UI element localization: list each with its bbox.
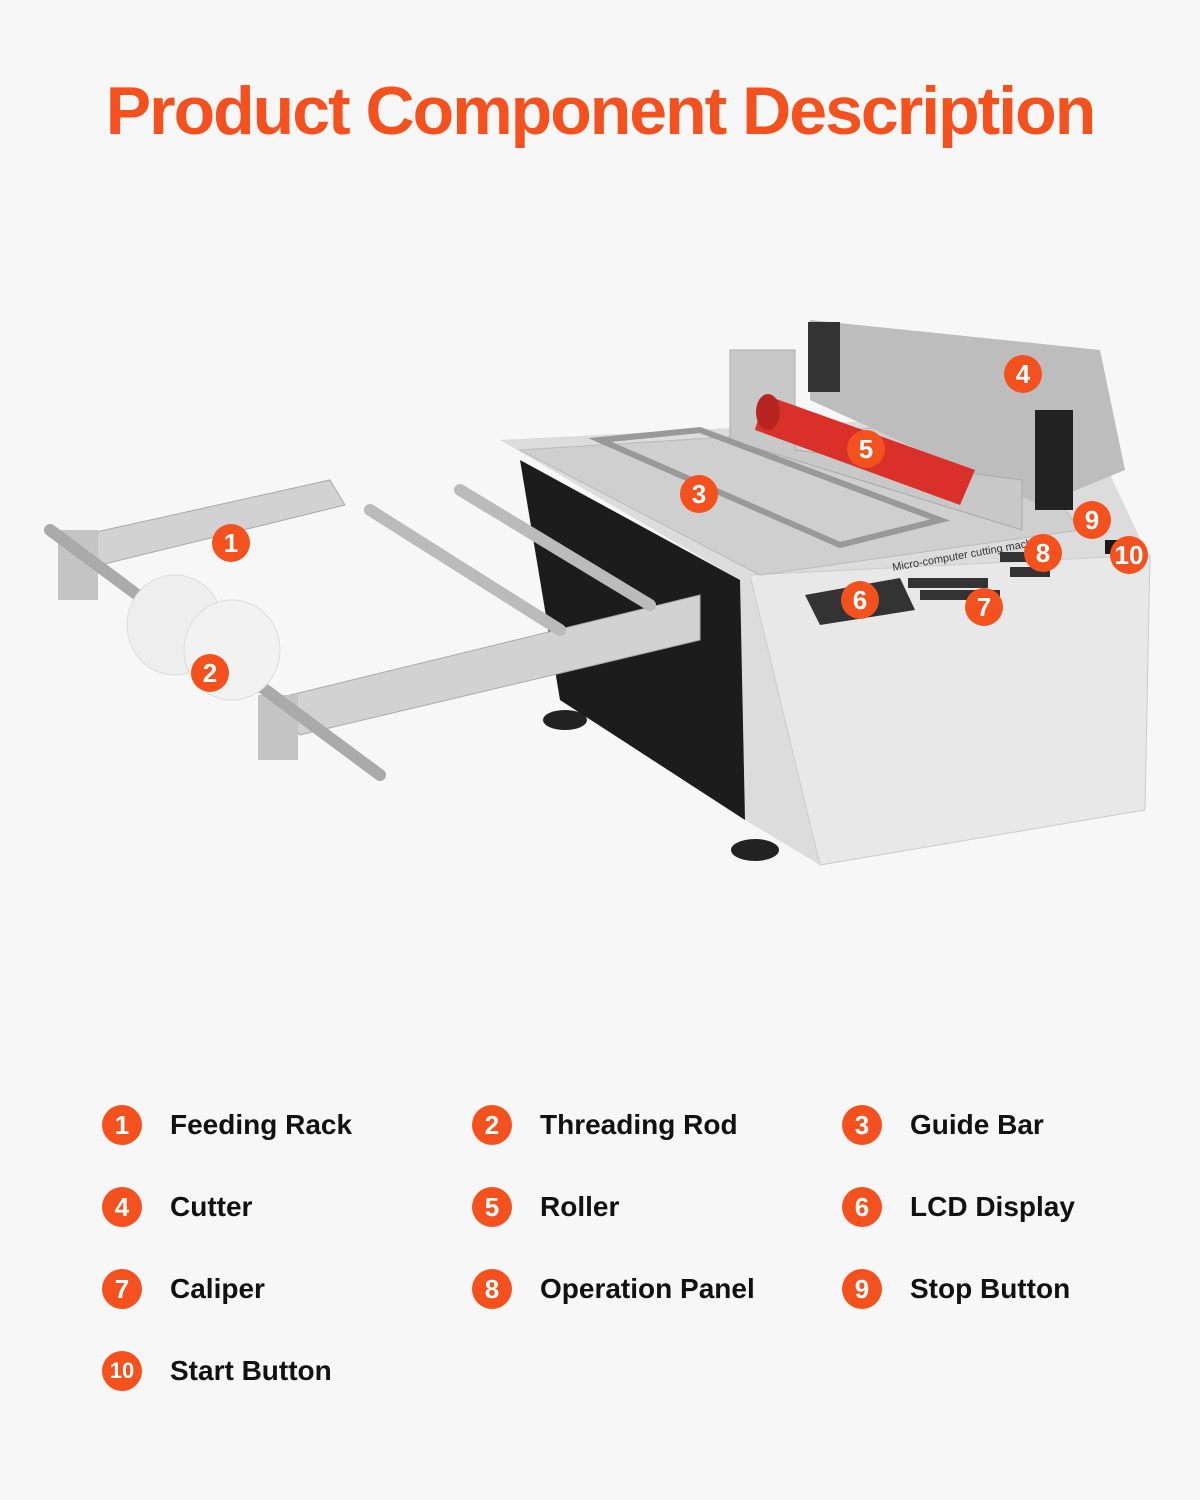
legend-label: Roller <box>540 1191 620 1222</box>
legend-label: Guide Bar <box>910 1109 1044 1140</box>
number-badge: 9 <box>842 1269 882 1309</box>
number-badge: 7 <box>102 1269 142 1309</box>
number-badge: 4 <box>102 1187 142 1227</box>
marker-2: 2 <box>191 654 229 692</box>
marker-10: 10 <box>1110 536 1148 574</box>
marker-8: 8 <box>1024 534 1062 572</box>
legend-label: Threading Rod <box>540 1109 738 1140</box>
number-badge: 2 <box>472 1105 512 1145</box>
legend-label: Operation Panel <box>540 1273 755 1304</box>
number-badge: 5 <box>472 1187 512 1227</box>
legend-item-feeding-rack: 1 Feeding Rack <box>102 1105 472 1145</box>
machine-illustration: Micro-computer cutting machine 1 2 3 4 5… <box>0 280 1200 900</box>
legend-label: Feeding Rack <box>170 1109 353 1140</box>
number-badge: 1 <box>102 1105 142 1145</box>
legend-item-threading-rod: 2 Threading Rod <box>472 1105 842 1145</box>
marker-5: 5 <box>847 430 885 468</box>
cutting-machine-image: Micro-computer cutting machine <box>44 320 1151 866</box>
marker-9: 9 <box>1073 501 1111 539</box>
legend-item-guide-bar: 3 Guide Bar <box>842 1105 1102 1145</box>
legend-item-roller: 5 Roller <box>472 1187 842 1227</box>
legend-item-start-button: 10 Start Button <box>102 1351 472 1391</box>
number-badge: 8 <box>472 1269 512 1309</box>
legend-item-stop-button: 9 Stop Button <box>842 1269 1102 1309</box>
marker-6: 6 <box>841 581 879 619</box>
legend-item-lcd-display: 6 LCD Display <box>842 1187 1102 1227</box>
legend-label: Start Button <box>170 1355 332 1386</box>
page-title: Product Component Description <box>105 73 1096 149</box>
legend-label: Caliper <box>170 1273 265 1304</box>
marker-3: 3 <box>680 475 718 513</box>
number-badge: 6 <box>842 1187 882 1227</box>
legend-label: Stop Button <box>910 1273 1071 1304</box>
number-badge: 3 <box>842 1105 882 1145</box>
marker-4: 4 <box>1004 355 1042 393</box>
legend-label: LCD Display <box>910 1191 1075 1222</box>
legend-item-cutter: 4 Cutter <box>102 1187 472 1227</box>
marker-7: 7 <box>965 588 1003 626</box>
marker-1: 1 <box>212 524 250 562</box>
legend-item-operation-panel: 8 Operation Panel <box>472 1269 842 1309</box>
legend-item-caliper: 7 Caliper <box>102 1269 472 1309</box>
legend-label: Cutter <box>170 1191 253 1222</box>
number-badge: 10 <box>102 1351 142 1391</box>
